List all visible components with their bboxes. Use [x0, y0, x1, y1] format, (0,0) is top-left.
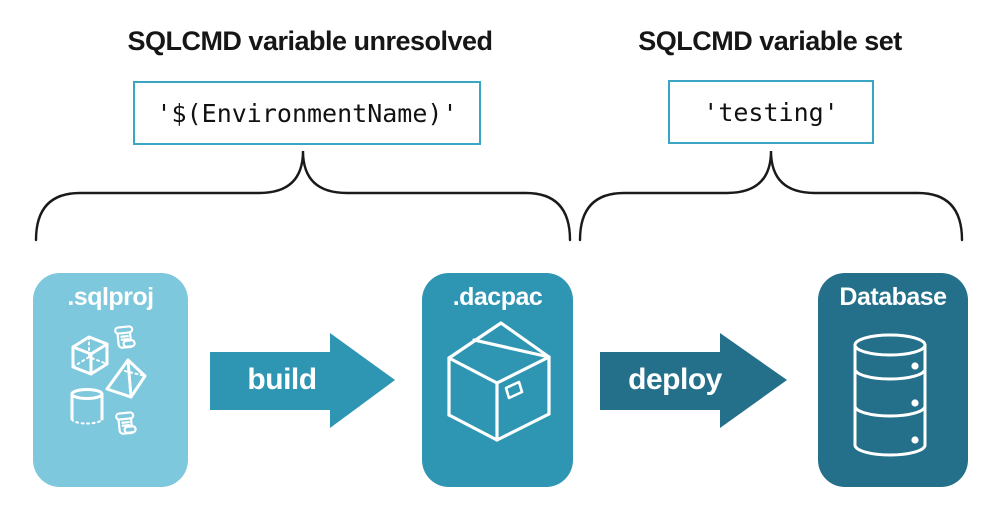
node-sqlproj-label: .sqlproj — [67, 283, 154, 311]
node-database: Database — [818, 273, 968, 487]
code-box-set: 'testing' — [668, 80, 874, 144]
node-dacpac-label: .dacpac — [452, 283, 543, 311]
build-arrow — [210, 333, 395, 428]
database-cylinder-icon — [853, 333, 927, 457]
node-dacpac: .dacpac — [422, 273, 573, 487]
scroll-icon-top — [114, 325, 136, 349]
pyramid-icon — [105, 358, 147, 399]
build-arrow-label: build — [247, 363, 317, 396]
heading-set: SQLCMD variable set — [638, 26, 902, 56]
heading-unresolved: SQLCMD variable unresolved — [127, 26, 493, 56]
left-brace — [34, 150, 572, 242]
deploy-arrow-label: deploy — [628, 363, 722, 396]
cube-icon — [71, 335, 109, 376]
scroll-icon-bottom — [115, 411, 137, 435]
code-text-unresolved: '$(EnvironmentName)' — [156, 98, 458, 128]
code-text-set: 'testing' — [703, 97, 839, 127]
node-database-label: Database — [839, 283, 947, 311]
package-box-icon — [447, 321, 551, 442]
sql-objects-icon — [70, 325, 147, 435]
code-box-unresolved: '$(EnvironmentName)' — [133, 81, 481, 145]
deploy-arrow — [600, 333, 787, 428]
node-sqlproj: .sqlproj — [33, 273, 188, 487]
right-brace — [578, 150, 964, 242]
cylinder-icon — [70, 388, 104, 425]
